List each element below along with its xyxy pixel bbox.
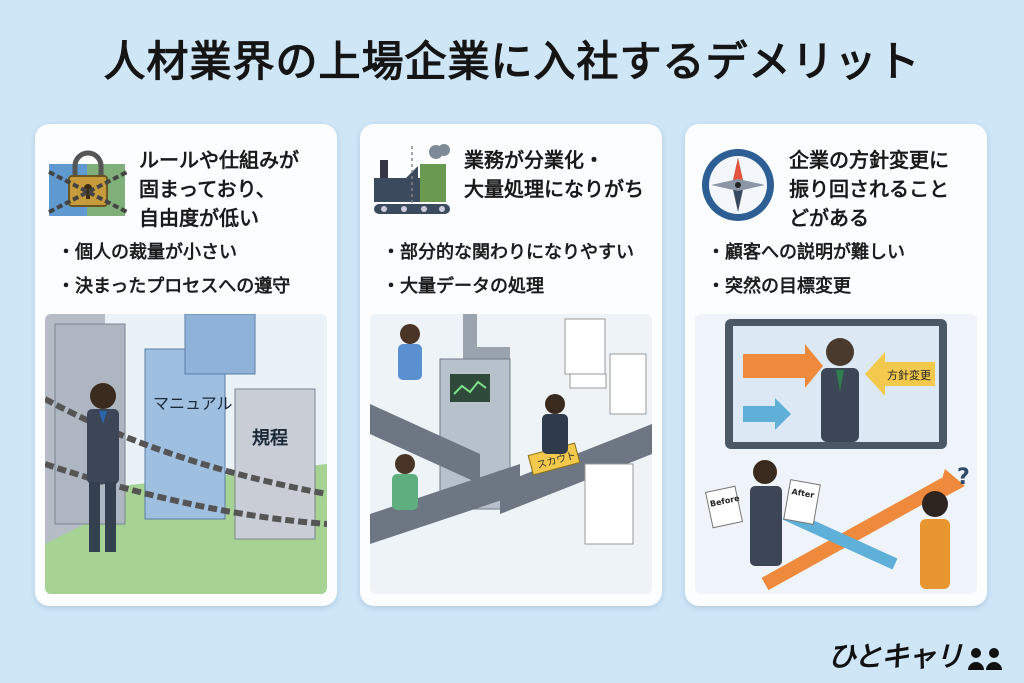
- bullet-list: 個人の裁量が小さい 決まったプロセスへの遵守: [57, 236, 327, 304]
- people-icon: [968, 648, 1002, 670]
- bullet-item: 決まったプロセスへの遵守: [57, 270, 327, 304]
- after-label: After: [791, 487, 815, 500]
- padlock-chain-icon: [48, 150, 128, 216]
- card-heading: 企業の方針変更に 振り回されること どがある: [789, 148, 949, 230]
- bullet-item: 突然の目標変更: [707, 270, 977, 304]
- manual-label: マニュアル: [153, 394, 233, 413]
- card-header: 業務が分業化・ 大量処理になりがち: [372, 142, 652, 237]
- card-header: ルールや仕組みが 固まっており、 自由度が低い: [47, 142, 327, 237]
- bullet-list: 顧客への説明が難しい 突然の目標変更: [707, 236, 977, 304]
- bullet-item: 顧客への説明が難しい: [707, 236, 977, 270]
- card-rigid-rules: ルールや仕組みが 固まっており、 自由度が低い 個人の裁量が小さい 決まったプロ…: [35, 124, 337, 606]
- factory-illustration: スカウト: [370, 314, 652, 594]
- factory-icon: [374, 144, 450, 214]
- question-mark-icon: ?: [957, 465, 970, 490]
- policy-change-label: 方針変更: [887, 368, 931, 382]
- bullet-list: 部分的な関わりになりやすい 大量データの処理: [382, 236, 652, 304]
- card-heading: 業務が分業化・ 大量処理になりがち: [464, 148, 644, 201]
- brand-logo: ひとキャリ: [828, 635, 1006, 675]
- bullet-item: 大量データの処理: [382, 270, 652, 304]
- bullet-item: 部分的な関わりになりやすい: [382, 236, 652, 270]
- card-division-of-labor: 業務が分業化・ 大量処理になりがち 部分的な関わりになりやすい 大量データの処理…: [360, 124, 662, 606]
- bullet-item: 個人の裁量が小さい: [57, 236, 327, 270]
- card-header: 企業の方針変更に 振り回されること どがある: [697, 142, 977, 237]
- page-title: 人材業界の上場企業に入社するデメリット: [103, 37, 921, 86]
- compass-icon: [702, 149, 774, 221]
- card-policy-changes: 企業の方針変更に 振り回されること どがある 顧客への説明が難しい 突然の目標変…: [685, 124, 987, 606]
- regulation-label: 規程: [252, 428, 288, 449]
- policy-change-illustration: 方針変更 Before After ?: [695, 314, 977, 594]
- rules-illustration: マニュアル 規程: [45, 314, 327, 594]
- card-heading: ルールや仕組みが 固まっており、 自由度が低い: [139, 148, 299, 230]
